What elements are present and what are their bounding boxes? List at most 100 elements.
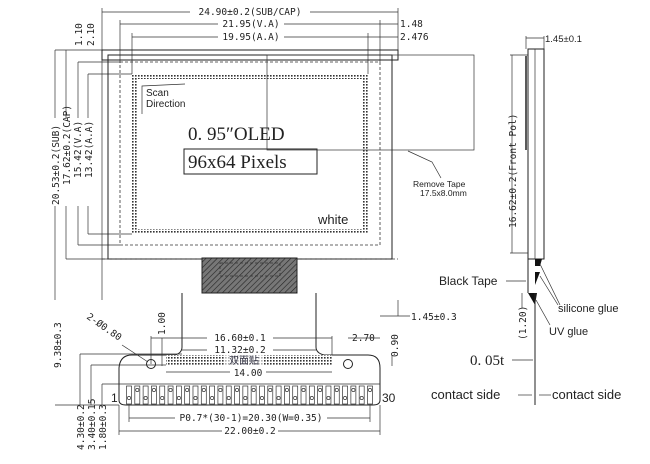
glue-gap-dim: (1.20) — [518, 306, 529, 340]
uv-glue-mark — [528, 293, 537, 305]
fpc-bottom-dim-3: 1.80±0.3 — [98, 404, 109, 450]
tape-width-dim: 14.00 — [234, 368, 263, 379]
fpc-pin — [358, 385, 365, 405]
fpc-pin-via — [127, 396, 131, 400]
black-tape-label: Black Tape — [439, 274, 498, 288]
fpc-pin-via — [359, 396, 364, 400]
fpc-pin-via — [226, 396, 231, 400]
hole-spec-label: 2-Ø0.80 — [84, 311, 123, 343]
fpc-pin — [317, 385, 323, 405]
neck-width-dim: 11.32±0.2 — [214, 345, 265, 356]
top-offset-1: 1.10 — [74, 23, 85, 46]
fpc-pin-via — [334, 388, 339, 392]
fpc-pin — [151, 385, 157, 405]
va-width-dim: 21.95(V.A) — [222, 19, 279, 30]
fpc-pin-via — [343, 396, 348, 400]
cap-height-dim: 17.62±0.2(CAP) — [62, 105, 73, 185]
fpc-pin — [275, 385, 282, 405]
oled-panel: Scan Direction 0. 95″OLED 96x64 Pixels w… — [101, 49, 475, 294]
scan-direction-label: Scan — [146, 88, 169, 99]
fpc-pin — [217, 385, 224, 405]
fpc-pin — [159, 385, 166, 405]
fpc-pin-via — [301, 388, 306, 392]
fpc-pin — [134, 385, 141, 405]
silicone-glue-label: silicone glue — [558, 303, 619, 315]
fpc-pin-via — [268, 388, 273, 392]
fpc-pin — [333, 385, 340, 405]
fpc-pin-via — [326, 396, 331, 400]
scan-direction-label-2: Direction — [146, 99, 185, 110]
double-sided-tape-label: 双面贴 — [229, 354, 259, 367]
right-offset-2: 2.476 — [400, 32, 429, 43]
fpc-pin-via — [176, 396, 181, 400]
uv-glue-label: UV glue — [549, 326, 588, 338]
fpc-pin-via — [368, 388, 372, 392]
hole-offset-dim: 1.00 — [157, 312, 168, 335]
remove-tape-outline — [266, 54, 475, 151]
fpc-pin-via — [251, 388, 256, 392]
fpc-pins — [126, 385, 373, 405]
contact-side-right-label: contact side — [552, 387, 621, 402]
fpc-pin — [234, 385, 240, 405]
left-dimensions: 20.53±0.2(SUB) 17.62±0.2(CAP) 15.42(V.A)… — [50, 49, 398, 300]
aa-height-dim: 13.42(A.A) — [84, 121, 95, 178]
fpc-pin — [325, 385, 332, 405]
product-title: 0. 95″OLED — [188, 124, 285, 145]
fpc-pin — [167, 385, 174, 405]
fpc-pin-via — [309, 396, 314, 400]
pitch-dim: P0.7*(30-1)=20.30(W=0.35) — [180, 413, 323, 424]
fpc-pin — [176, 385, 182, 405]
mounting-hole-right — [343, 359, 353, 369]
fpc-tail: 双面贴 1 30 16.60±0.1 11.32±0.2 14.00 2.70 … — [53, 293, 457, 450]
fpc-pin-via — [243, 396, 248, 400]
fpc-pin-via — [160, 396, 165, 400]
pin-30-label: 30 — [382, 391, 396, 405]
scan-direction-arrow — [141, 83, 186, 114]
aa-width-dim: 19.95(A.A) — [222, 32, 279, 43]
fpc-pin — [342, 385, 348, 405]
film-thickness-label: 0. 05t — [470, 353, 505, 369]
contact-side-left-label: contact side — [431, 387, 500, 402]
hole-v-dim: 0.90 — [390, 334, 401, 357]
fpc-pin — [126, 385, 132, 405]
fpc-pin — [225, 385, 232, 405]
va-height-dim: 15.42(V.A) — [73, 121, 84, 178]
fpc-bottom-dim-2: 3.40±0.15 — [87, 399, 98, 450]
fpc-pin-via — [235, 388, 239, 392]
fpc-length-dim: 9.38±0.3 — [53, 322, 64, 368]
fpc-pin-via — [151, 388, 156, 392]
fpc-pin — [250, 385, 257, 405]
driver-ic — [201, 257, 298, 294]
fpc-pin — [267, 385, 274, 405]
side-view: 1.45±0.1 16.62±0.2(Front Pol) Black Tape… — [431, 34, 621, 405]
fpc-pin — [259, 385, 265, 405]
fpc-pin-via — [193, 396, 198, 400]
fpc-pin-via — [210, 396, 215, 400]
fpc-pin — [200, 385, 207, 405]
fpc-pin-via — [185, 388, 190, 392]
fpc-pin-via — [276, 396, 281, 400]
fpc-bottom-dim-1: 4.30±0.2 — [76, 404, 87, 450]
fpc-pin — [292, 385, 299, 405]
fpc-pin — [308, 385, 315, 405]
fpc-pin-via — [351, 388, 356, 392]
color-label: white — [317, 212, 348, 227]
fpc-pin — [192, 385, 199, 405]
stiffener-width-dim: 16.60±0.1 — [214, 333, 266, 344]
fpc-width-dim: 22.00±0.2 — [224, 426, 275, 437]
sub-cap-width-dim: 24.90±0.2(SUB/CAP) — [199, 7, 302, 18]
pin-1-label: 1 — [111, 391, 118, 405]
fpc-pin-via — [143, 396, 148, 400]
fpc-pin-via — [260, 396, 264, 400]
fpc-pin-via — [135, 388, 140, 392]
hole-edge-dim: 2.70 — [352, 333, 375, 344]
fpc-pin — [142, 385, 149, 405]
fpc-pin — [350, 385, 357, 405]
fpc-thickness-dim: 1.45±0.3 — [411, 312, 457, 323]
fpc-pin-via — [293, 396, 298, 400]
fpc-pin — [367, 385, 373, 405]
fpc-pin-via — [284, 388, 289, 392]
top-dimensions: 24.90±0.2(SUB/CAP) 21.95(V.A) 1.48 19.95… — [74, 5, 429, 300]
fpc-pin — [184, 385, 191, 405]
